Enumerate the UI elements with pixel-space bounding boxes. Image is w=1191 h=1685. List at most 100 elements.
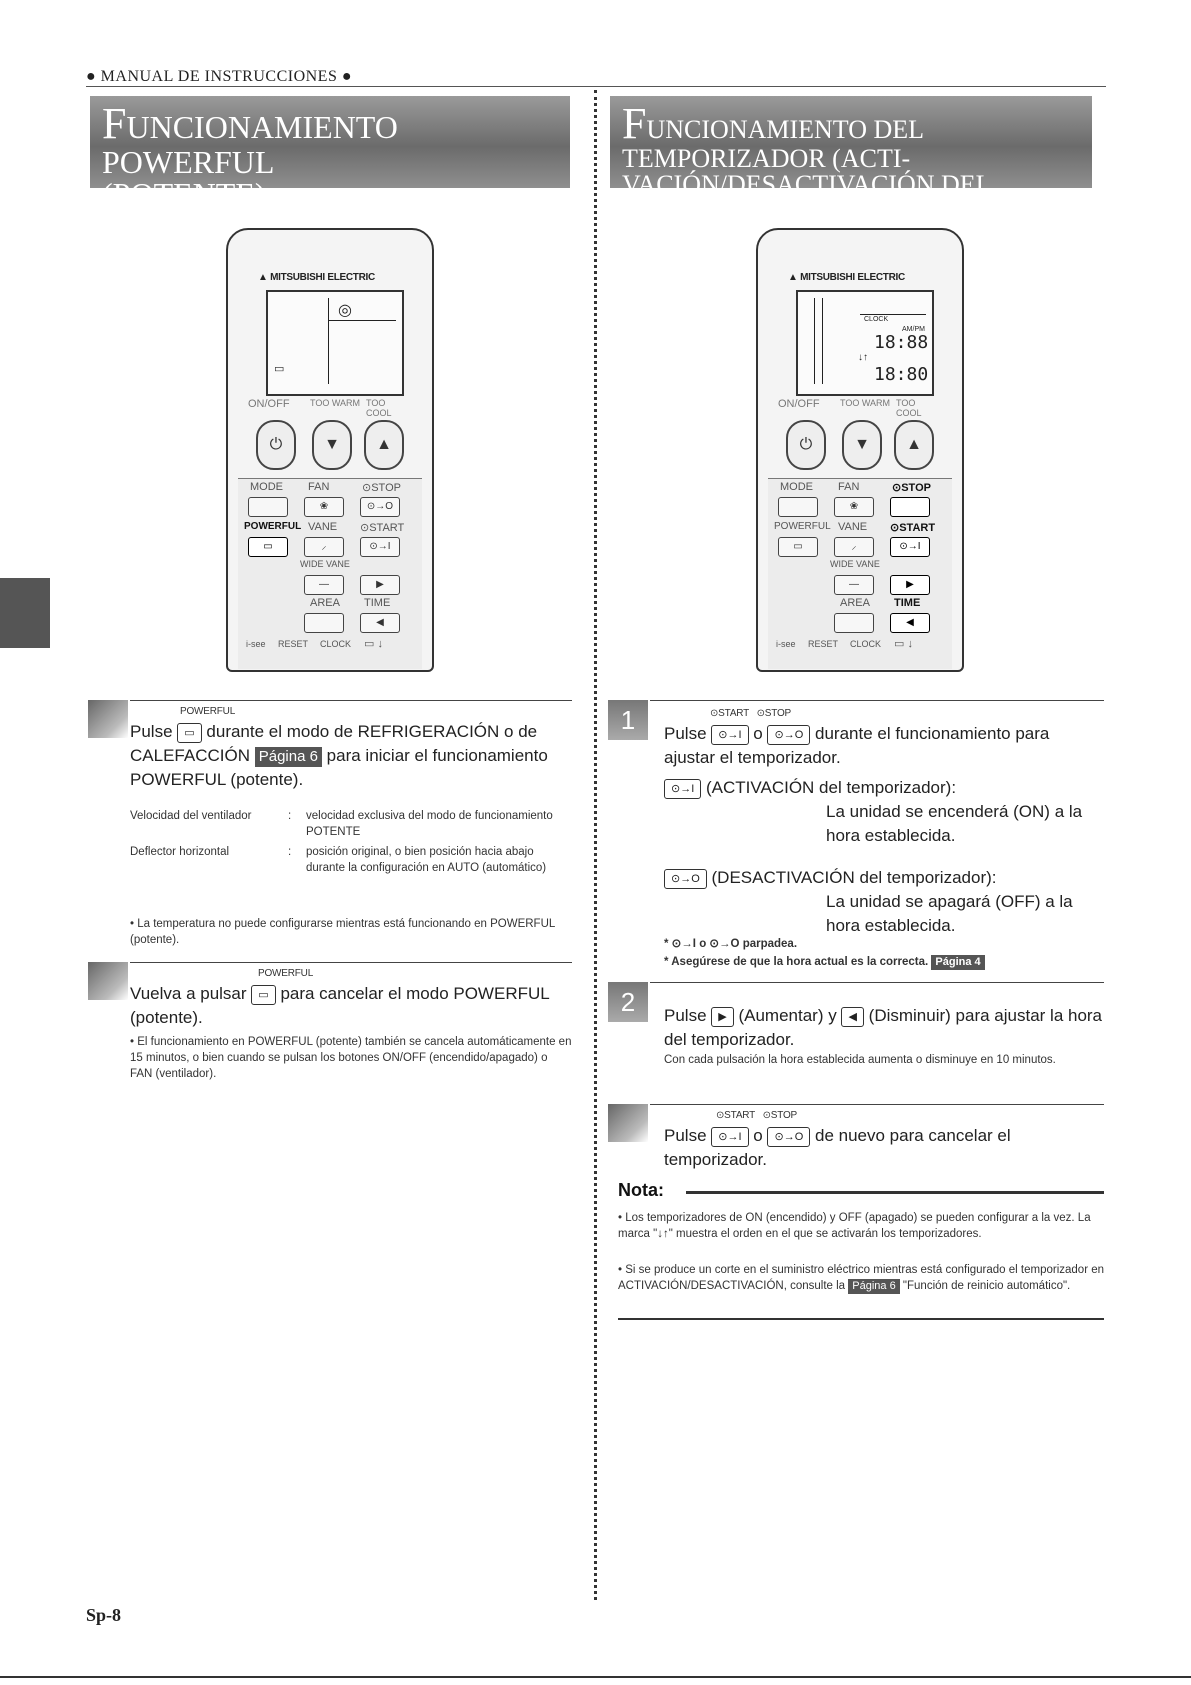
timer-on-heading: ⊙→I (ACTIVACIÓN del temporizador): bbox=[664, 776, 1104, 800]
timer-stop-inline-icon: ⊙→O bbox=[664, 868, 707, 889]
start-stop-labels: ⊙START ⊙STOP bbox=[710, 708, 792, 719]
ensure-note: * Asegúrese de que la hora actual es la … bbox=[664, 954, 1104, 970]
time-down-button[interactable]: ◀ bbox=[360, 613, 400, 633]
section-tab bbox=[0, 578, 50, 648]
step2-note: Con cada pulsación la hora establecida a… bbox=[664, 1054, 1056, 1066]
too-warm-label: TOO WARM bbox=[840, 398, 890, 408]
timer-start-time: 18:88 bbox=[874, 332, 929, 353]
time-down-button[interactable]: ◀ bbox=[890, 613, 930, 633]
step-rule bbox=[650, 700, 1104, 701]
page-ref: Página 6 bbox=[254, 747, 322, 767]
step-marker bbox=[88, 700, 128, 738]
page-ref: Página 4 bbox=[931, 955, 985, 970]
temp-up-button[interactable]: ▲ bbox=[364, 420, 404, 470]
start-label: ⊙START bbox=[890, 522, 936, 534]
timer-stop-button[interactable] bbox=[890, 497, 930, 517]
isee-label: i-see bbox=[246, 639, 266, 649]
fan-button[interactable]: ❀ bbox=[834, 497, 874, 517]
bottom-rule bbox=[0, 1676, 1191, 1678]
blink-note: * ⊙→I o ⊙→O parpadea. bbox=[664, 938, 798, 950]
timer-start-button[interactable]: ⊙→I bbox=[360, 537, 400, 557]
timer-start-inline-icon: ⊙→I bbox=[664, 778, 702, 799]
temp-up-button[interactable]: ▲ bbox=[894, 420, 934, 470]
area-label: AREA bbox=[310, 597, 340, 609]
banner-line2: (POTENTE) bbox=[102, 176, 266, 188]
timer-stop-button[interactable]: ⊙→O bbox=[360, 497, 400, 517]
note-item: • Si se produce un corte en el suministr… bbox=[618, 1264, 1105, 1294]
start-stop-labels: ⊙START ⊙STOP bbox=[716, 1110, 798, 1121]
vane-label: VANE bbox=[838, 521, 868, 533]
timer-stop-inline-icon: ⊙→O bbox=[767, 724, 811, 745]
powerful-button[interactable]: ▭ bbox=[778, 537, 818, 557]
mode-label: MODE bbox=[250, 481, 283, 493]
step2-note: • El funcionamiento en POWERFUL (potente… bbox=[130, 1036, 572, 1080]
wide-vane-button[interactable]: — bbox=[304, 575, 344, 595]
time-down-inline-icon: ◀ bbox=[841, 1006, 864, 1027]
setting-key: Deflector horizontal bbox=[130, 846, 230, 858]
mode-button[interactable] bbox=[778, 497, 818, 517]
clock-indicator: CLOCK bbox=[864, 316, 889, 323]
area-button[interactable] bbox=[834, 613, 874, 633]
vane-button[interactable]: ⸝ bbox=[304, 537, 344, 557]
temp-down-button[interactable]: ▼ bbox=[312, 420, 352, 470]
step-marker bbox=[608, 1104, 648, 1142]
logo-icon: ▲ bbox=[258, 272, 271, 283]
powerful-inline-icon: ▭ bbox=[251, 984, 276, 1005]
time-up-button[interactable]: ▶ bbox=[890, 575, 930, 595]
temp-down-button[interactable]: ▼ bbox=[842, 420, 882, 470]
step1-note: • La temperatura no puede configurarse m… bbox=[130, 918, 555, 946]
timer-start-button[interactable]: ⊙→I bbox=[890, 537, 930, 557]
mode-label: MODE bbox=[780, 481, 813, 493]
step-rule bbox=[130, 700, 572, 701]
too-cool-label: TOO COOL bbox=[896, 398, 922, 418]
header-rule bbox=[86, 86, 1106, 87]
step2-instruction: Vuelva a pulsar ▭ para cancelar el modo … bbox=[130, 984, 550, 1027]
setting-sep: : bbox=[288, 810, 292, 822]
note-end-rule bbox=[618, 1318, 1104, 1320]
powerful-button[interactable]: ▭ bbox=[248, 537, 288, 557]
banner-initial: F bbox=[622, 99, 647, 148]
ampm-indicator: AM/PM bbox=[902, 326, 925, 333]
remote-lower-panel: MODE FAN ⊙STOP ❀ ⊙→O POWERFUL VANE ⊙STAR… bbox=[238, 478, 422, 669]
wide-vane-label: WIDE VANE bbox=[300, 559, 350, 569]
timer-stop-time: 18:80 bbox=[874, 364, 929, 385]
page-ref: Página 6 bbox=[848, 1279, 900, 1294]
too-cool-label: TOO COOL bbox=[366, 398, 392, 418]
setting-sep: : bbox=[288, 846, 292, 858]
step-number: 2 bbox=[608, 982, 648, 1022]
onoff-button[interactable]: ⏻ bbox=[256, 420, 296, 470]
brand-logo: ▲ MITSUBISHI ELECTRIC bbox=[788, 272, 905, 283]
fan-label: FAN bbox=[838, 481, 860, 493]
section-banner-timer: FUNCIONAMIENTO DEL TEMPORIZADOR (ACTI- V… bbox=[610, 96, 1092, 188]
clock-label: CLOCK bbox=[850, 639, 882, 649]
step2-instruction: Pulse ▶ (Aumentar) y ◀ (Disminuir) para … bbox=[664, 1006, 1103, 1049]
area-label: AREA bbox=[840, 597, 870, 609]
step-marker bbox=[88, 962, 128, 1000]
reset-label: RESET bbox=[278, 639, 309, 649]
powerful-label: POWERFUL bbox=[244, 521, 302, 532]
step1-instruction: Pulse ⊙→I o ⊙→O durante el funcionamient… bbox=[664, 724, 1050, 767]
remote-display: ◎ ▭ bbox=[266, 290, 404, 396]
step1-instruction: Pulse ▭ durante el modo de REFRIGERACIÓN… bbox=[130, 722, 548, 789]
timer-start-inline-icon: ⊙→I bbox=[711, 724, 749, 745]
vane-button[interactable]: ⸝ bbox=[834, 537, 874, 557]
timer-on-desc: La unidad se encenderá (ON) a la hora es… bbox=[826, 802, 1083, 845]
setting-key: Velocidad del ventilador bbox=[130, 810, 252, 822]
wide-vane-button[interactable]: — bbox=[834, 575, 874, 595]
time-label: TIME bbox=[364, 597, 391, 609]
stop-label: ⊙STOP bbox=[892, 482, 931, 494]
onoff-button[interactable]: ⏻ bbox=[786, 420, 826, 470]
step-rule bbox=[130, 962, 572, 963]
step-number: 1 bbox=[608, 700, 648, 740]
fan-label: FAN bbox=[308, 481, 330, 493]
remote-lower-panel: MODE FAN ⊙STOP ❀ POWERFUL VANE ⊙START ▭ … bbox=[768, 478, 952, 669]
area-button[interactable] bbox=[304, 613, 344, 633]
powerful-button-label: POWERFUL bbox=[180, 706, 236, 717]
setting-value: posición original, o bien posición hacia… bbox=[306, 846, 547, 874]
banner-line1: UNCIONAMIENTO DEL TEMPORIZADOR (ACTI- bbox=[622, 115, 924, 173]
fan-button[interactable]: ❀ bbox=[304, 497, 344, 517]
page-number: Sp-8 bbox=[86, 1605, 122, 1625]
mode-button[interactable] bbox=[248, 497, 288, 517]
step-rule bbox=[650, 982, 1104, 983]
time-up-button[interactable]: ▶ bbox=[360, 575, 400, 595]
